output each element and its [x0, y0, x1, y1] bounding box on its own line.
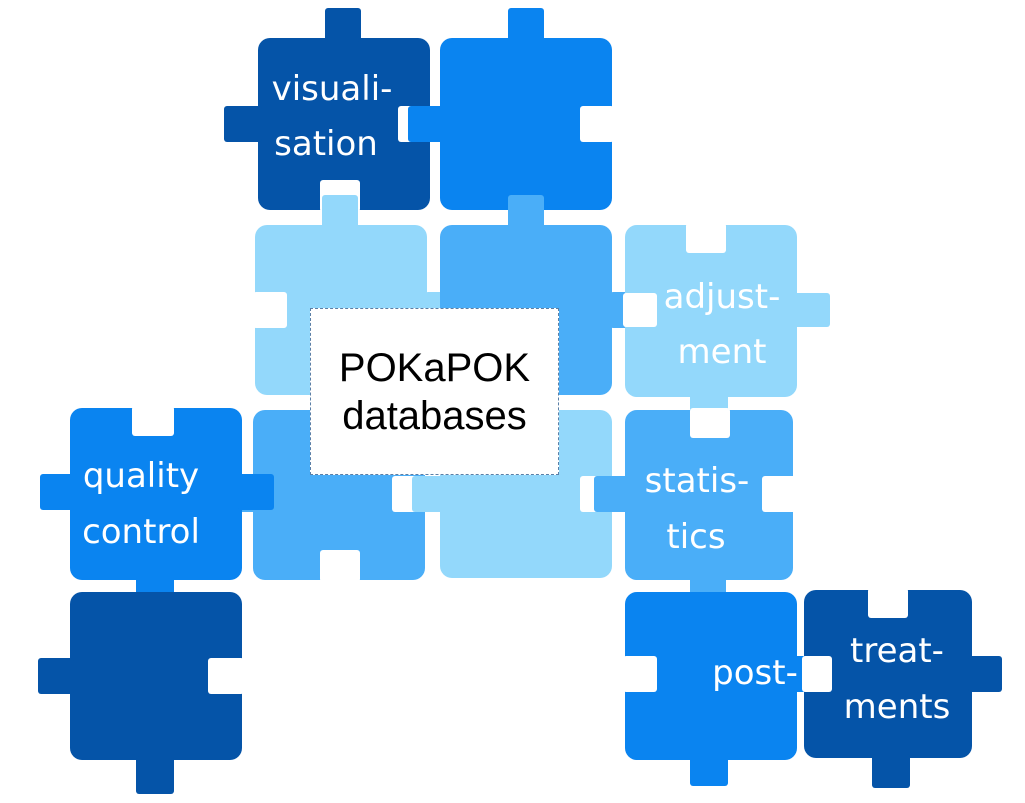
label-adjustment-2: ment [678, 332, 767, 372]
puzzle-piece-visualisation [224, 8, 432, 212]
center-title-box: POKaPOK databases [310, 308, 559, 475]
label-treatments-1: treat- [850, 631, 944, 671]
label-statistics-1: statis- [645, 461, 750, 501]
label-adjustment-1: adjust- [664, 277, 781, 317]
puzzle-piece-bottom-left [38, 592, 244, 794]
label-quality-control-2: control [82, 512, 200, 552]
label-post: post- [712, 653, 798, 693]
puzzle-piece-adjustment [623, 223, 830, 428]
puzzle-piece-top-right [408, 8, 614, 210]
puzzle-piece-statistics [594, 408, 796, 610]
label-visualisation-2: sation [274, 124, 378, 164]
label-quality-control-1: quality [83, 456, 199, 496]
puzzle-piece-quality-control [40, 406, 274, 610]
label-treatments-2: ments [844, 687, 951, 727]
center-title-line-2: databases [342, 393, 527, 438]
center-title-line-1: POKaPOK [338, 345, 531, 390]
label-statistics-2: tics [666, 517, 725, 557]
puzzle-piece-treatments [802, 588, 1002, 788]
label-visualisation-1: visuali- [272, 69, 393, 109]
